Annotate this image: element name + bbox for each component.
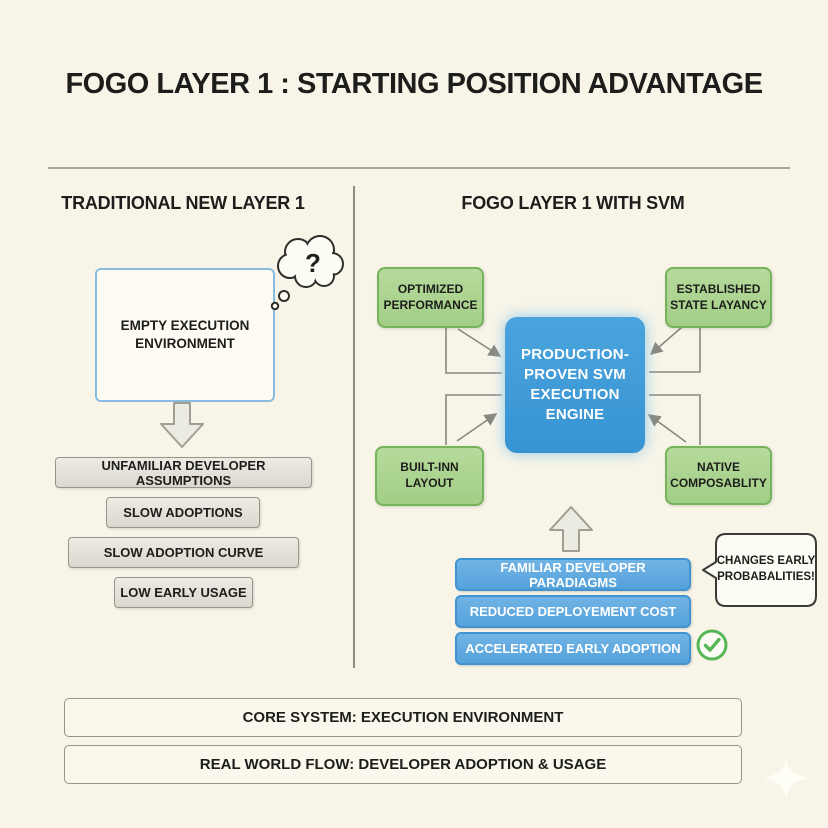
feature-box-optimized-performance: OPTIMIZED PERFORMANCE [377,267,484,328]
check-circle-icon [696,629,728,661]
footer-bar-core-system: CORE SYSTEM: EXECUTION ENVIRONMENT [64,698,742,737]
feature-box-built-in-layout: BUILT-INN LAYOUT [375,446,484,506]
right-panel-header: FOGO LAYER 1 WITH SVM [461,192,685,213]
feature-box-native-composability: NATIVE COMPOSABLITY [665,446,772,505]
feature-label: BUILT-INN LAYOUT [400,460,459,490]
feature-label: NATIVE COMPOSABLITY [670,459,767,490]
sparkle-icon [764,756,808,800]
left-item-low-early-usage: LOW EARLY USAGE [114,577,253,608]
up-arrow-icon [549,506,593,552]
left-item-unfamiliar-assumptions: UNFAMILIAR DEVELOPER ASSUMPTIONS [55,457,312,488]
empty-execution-environment-box: EMPTY EXECUTION ENVIRONMENT [95,268,275,402]
benefit-bar-reduced-cost: REDUCED DEPLOYEMENT COST [455,595,691,628]
callout-label: CHANGES EARLY PROBABALITIES! [716,555,816,583]
left-item-slow-adoption-curve: SLOW ADOPTION CURVE [68,537,299,568]
callout-bubble [702,533,817,607]
feature-box-established-state: ESTABLISHED STATE LAYANCY [665,267,772,328]
left-panel-header: TRADITIONAL NEW LAYER 1 [61,192,305,213]
panel-divider [353,186,355,668]
title-divider [48,167,790,169]
thought-bubble-icon: ? [270,235,344,311]
left-item-slow-adoptions: SLOW ADOPTIONS [106,497,260,528]
down-arrow-icon [160,402,204,448]
page-title: FOGO LAYER 1 : STARTING POSITION ADVANTA… [65,67,763,100]
svm-engine-label: PRODUCTION-PROVEN SVM EXECUTION ENGINE [520,345,630,424]
benefit-bar-accelerated-adoption: ACCELERATED EARLY ADOPTION [455,632,691,665]
question-mark-icon: ? [305,248,321,278]
empty-execution-environment-label: EMPTY EXECUTION ENVIRONMENT [120,317,250,351]
feature-label: ESTABLISHED STATE LAYANCY [670,281,767,312]
footer-bar-real-world-flow: REAL WORLD FLOW: DEVELOPER ADOPTION & US… [64,745,742,784]
benefit-bar-familiar-paradigms: FAMILIAR DEVELOPER PARADIAGMS [455,558,691,591]
feature-label: OPTIMIZED PERFORMANCE [383,281,478,312]
svm-engine-box: PRODUCTION-PROVEN SVM EXECUTION ENGINE [505,317,645,453]
